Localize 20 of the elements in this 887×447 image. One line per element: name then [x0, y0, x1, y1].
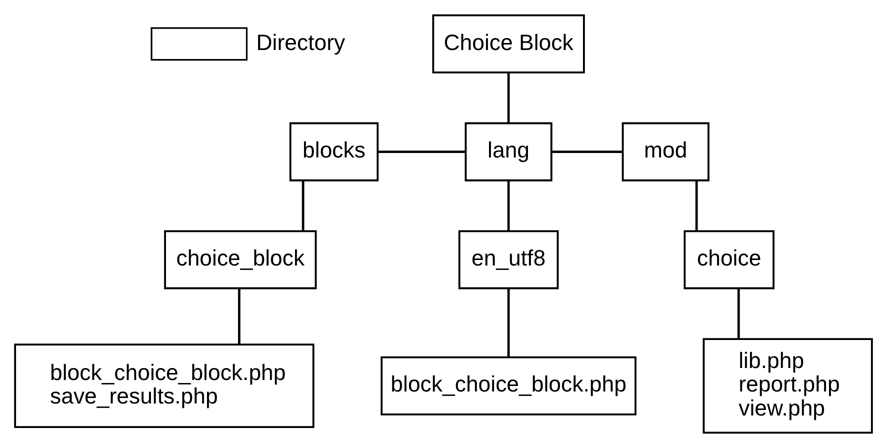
node-box: block_choice_block.php save_results.php: [14, 343, 314, 428]
node-box: mod: [622, 122, 710, 181]
node-box: block_choice_block.php: [380, 356, 636, 415]
connector: [507, 288, 510, 356]
legend-label: Directory: [256, 29, 346, 54]
connector: [238, 288, 240, 344]
connector: [737, 288, 740, 339]
node-box: en_utf8: [458, 230, 559, 289]
node-box: lib.php report.php view.php: [702, 338, 873, 434]
connector: [378, 150, 466, 152]
node-box: choice_block: [164, 230, 317, 289]
connector: [507, 72, 510, 122]
node-box: lang: [464, 122, 552, 181]
node-box: Choice Block: [432, 14, 585, 73]
connector: [695, 180, 698, 230]
node-box: blocks: [289, 122, 379, 181]
connector: [507, 180, 510, 230]
connector: [302, 180, 304, 230]
node-box: choice: [684, 230, 774, 289]
connector: [551, 150, 623, 152]
